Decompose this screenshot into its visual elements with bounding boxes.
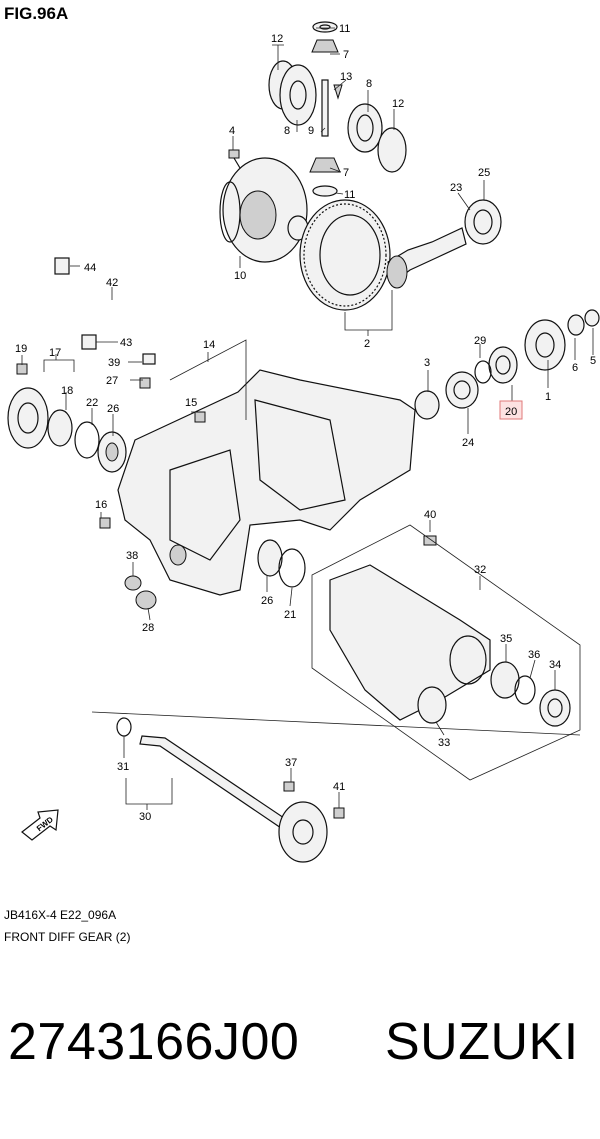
pinion-bearing-group bbox=[414, 309, 600, 420]
callout-38: 38 bbox=[126, 550, 138, 562]
callout-30: 30 bbox=[139, 811, 151, 823]
diff-housing bbox=[99, 369, 437, 610]
callout-26: 26 bbox=[107, 403, 119, 415]
callout-10: 10 bbox=[234, 270, 246, 282]
callout-27: 27 bbox=[106, 375, 118, 387]
part-number: 2743166J00 bbox=[8, 1013, 300, 1071]
callout-1: 1 bbox=[545, 391, 551, 403]
callout-35: 35 bbox=[500, 633, 512, 645]
callout-42: 42 bbox=[106, 277, 118, 289]
callout-40: 40 bbox=[424, 509, 436, 521]
callout-5: 5 bbox=[590, 355, 596, 367]
callout-34: 34 bbox=[549, 659, 561, 671]
callout-19: 19 bbox=[15, 343, 27, 355]
callout-44: 44 bbox=[84, 262, 96, 274]
fwd-arrow-icon: FWD bbox=[21, 809, 59, 841]
callout-12-b: 12 bbox=[392, 98, 404, 110]
callout-39: 39 bbox=[108, 357, 120, 369]
callout-13: 13 bbox=[340, 71, 352, 83]
axle-shaft bbox=[91, 711, 581, 863]
callout-20-highlighted: 20 bbox=[505, 406, 517, 418]
extension-housing bbox=[311, 524, 581, 781]
callout-17: 17 bbox=[49, 347, 61, 359]
callout-8-b: 8 bbox=[284, 125, 290, 137]
callout-4: 4 bbox=[229, 125, 235, 137]
callout-43: 43 bbox=[120, 337, 132, 349]
callout-8: 8 bbox=[366, 78, 372, 90]
callout-15: 15 bbox=[185, 397, 197, 409]
callout-7-b: 7 bbox=[343, 167, 349, 179]
leader-lines bbox=[21, 27, 594, 810]
callout-29: 29 bbox=[474, 335, 486, 347]
callout-26-b: 26 bbox=[261, 595, 273, 607]
diff-gear-cluster bbox=[219, 21, 407, 263]
callout-25: 25 bbox=[478, 167, 490, 179]
callout-22: 22 bbox=[86, 397, 98, 409]
callout-12: 12 bbox=[271, 33, 283, 45]
callout-16: 16 bbox=[95, 499, 107, 511]
figure-title: FIG.96A bbox=[4, 4, 69, 23]
model-code: JB416X-4 E22_096A bbox=[4, 908, 117, 922]
callout-2: 2 bbox=[364, 338, 370, 350]
callout-32: 32 bbox=[474, 564, 486, 576]
callout-21: 21 bbox=[284, 609, 296, 621]
callout-3: 3 bbox=[424, 357, 430, 369]
callout-41: 41 bbox=[333, 781, 345, 793]
callout-11-b: 11 bbox=[344, 189, 355, 201]
brand-name: SUZUKI bbox=[385, 1013, 579, 1071]
highlight-box bbox=[499, 400, 523, 420]
callout-24: 24 bbox=[462, 437, 474, 449]
exploded-parts-diagram: FWD 11 12 7 13 8 12 4 8 9 7 11 25 23 10 … bbox=[7, 21, 600, 863]
callout-36: 36 bbox=[528, 649, 540, 661]
callout-6: 6 bbox=[572, 362, 578, 374]
callout-33: 33 bbox=[438, 737, 450, 749]
callout-23: 23 bbox=[450, 182, 462, 194]
left-seal-group bbox=[7, 363, 127, 473]
figure-description: FRONT DIFF GEAR (2) bbox=[4, 930, 131, 944]
callout-18: 18 bbox=[61, 385, 73, 397]
callout-9: 9 bbox=[308, 125, 314, 137]
ring-gear-pinion bbox=[299, 199, 502, 311]
callout-31: 31 bbox=[117, 761, 129, 773]
callout-7: 7 bbox=[343, 49, 349, 61]
callout-28: 28 bbox=[142, 622, 154, 634]
breather-hose bbox=[54, 257, 156, 365]
callout-11: 11 bbox=[339, 23, 350, 35]
callout-14: 14 bbox=[203, 339, 215, 351]
callout-37: 37 bbox=[285, 757, 297, 769]
